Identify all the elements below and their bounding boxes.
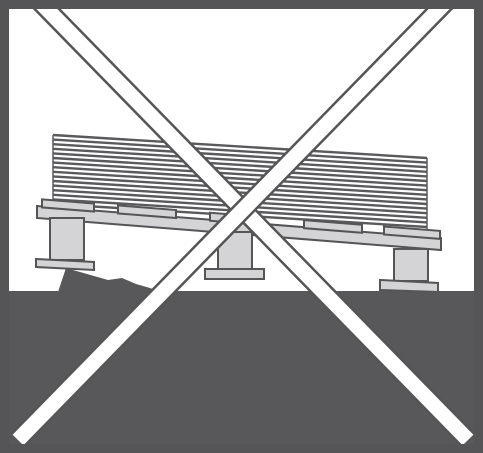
board-stripe [52, 170, 428, 196]
board-stripe [52, 133, 428, 160]
board-stripe [52, 161, 428, 187]
right-post-icon [379, 248, 439, 294]
board-stripe [52, 156, 428, 183]
spacer-board [117, 204, 177, 220]
prohibition-cross-icon [10, 9, 474, 444]
spacer-boards [41, 198, 441, 241]
spacer-board [383, 225, 441, 241]
left-post-icon [35, 217, 95, 272]
board-stripe [52, 152, 428, 178]
board-stripe [52, 138, 428, 164]
board-stripe [52, 166, 428, 192]
spacer-board [303, 219, 363, 234]
board-stripe [52, 175, 428, 201]
board-stripe [52, 143, 428, 169]
spacer-board [41, 198, 95, 213]
ground-mound-icon [58, 268, 160, 292]
board-stripe [52, 147, 428, 173]
